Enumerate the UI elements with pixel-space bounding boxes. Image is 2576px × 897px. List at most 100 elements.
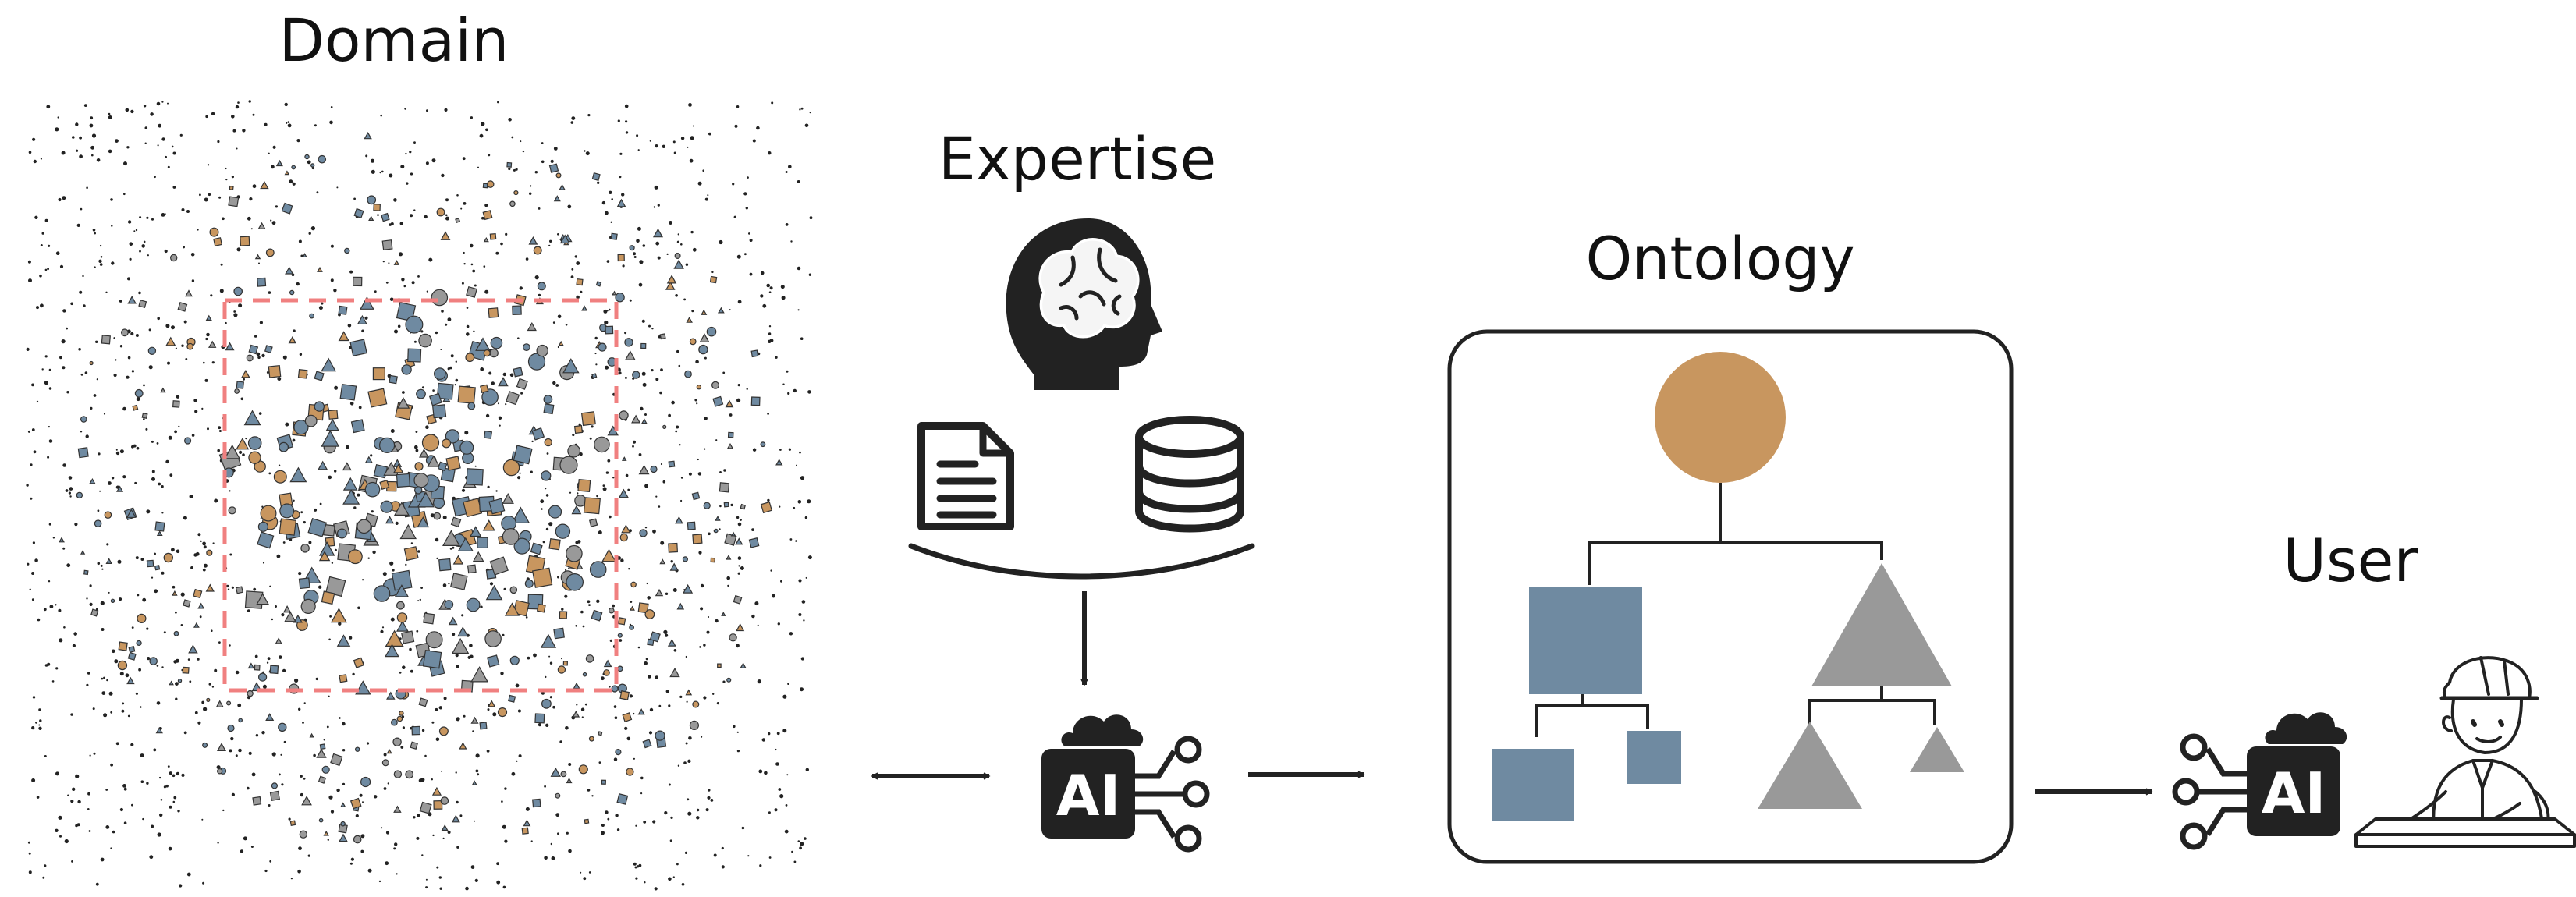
scatter-point [309, 732, 314, 738]
ai-chip-label: AI [1056, 763, 1121, 828]
scatter-point [28, 870, 32, 874]
scatter-point [186, 872, 191, 877]
scatter-point [626, 768, 634, 776]
scatter-point [399, 222, 403, 225]
scatter-point [680, 243, 683, 246]
scatter-point [385, 629, 404, 647]
scatter-point [257, 277, 267, 287]
worker-user-icon [2354, 656, 2576, 848]
scatter-point [789, 538, 793, 541]
scatter-point [431, 778, 433, 781]
scatter-point [474, 878, 478, 882]
scatter-point [726, 576, 730, 580]
scatter-point [719, 471, 722, 473]
scatter-point [726, 677, 732, 682]
scatter-point [551, 856, 555, 860]
scatter-point [637, 602, 649, 614]
scatter-point [390, 617, 395, 622]
scatter-point [553, 195, 561, 202]
scatter-point [114, 659, 119, 664]
scatter-point [199, 615, 202, 619]
scatter-point [609, 308, 611, 311]
scatter-point [262, 562, 265, 564]
scatter-point [80, 373, 83, 376]
scatter-point [108, 149, 112, 154]
scatter-point [485, 584, 503, 601]
scatter-point [202, 742, 208, 748]
scatter-point [138, 300, 147, 308]
scatter-point [42, 876, 45, 879]
scatter-point [557, 832, 559, 835]
scatter-point [271, 221, 276, 225]
scatter-point [748, 232, 750, 235]
scatter-point [174, 430, 178, 434]
scatter-point [457, 626, 469, 637]
domain-scatter-field [26, 100, 813, 891]
scatter-point [669, 667, 680, 678]
scatter-point [570, 121, 574, 124]
scatter-point [268, 152, 270, 154]
scatter-point [417, 814, 420, 817]
scatter-point [776, 732, 780, 736]
scatter-point [565, 726, 569, 730]
scatter-point [140, 780, 144, 783]
scatter-point [44, 218, 48, 222]
scatter-point [393, 260, 400, 265]
scatter-point [73, 632, 77, 636]
scatter-point [330, 244, 334, 248]
scatter-point [230, 736, 234, 741]
scatter-point [562, 661, 569, 666]
scatter-point [401, 715, 405, 718]
scatter-point [197, 658, 200, 661]
scatter-point [640, 776, 644, 780]
scatter-point [160, 799, 163, 801]
scatter-point [254, 664, 261, 671]
scatter-point [199, 193, 201, 197]
scatter-point [443, 697, 447, 700]
scatter-point [216, 765, 221, 770]
scatter-point [703, 696, 707, 700]
scatter-point [169, 771, 172, 775]
scatter-point [737, 522, 742, 526]
scatter-point [411, 281, 415, 285]
scatter-point [140, 558, 144, 561]
scatter-point [424, 214, 428, 219]
scatter-point [367, 868, 372, 873]
scatter-point [269, 585, 271, 587]
scatter-point [767, 413, 769, 415]
scatter-point [676, 602, 685, 610]
scatter-point [110, 711, 113, 714]
scatter-point [291, 165, 296, 170]
scatter-point [380, 500, 393, 513]
scatter-point [95, 340, 98, 343]
scatter-point [622, 264, 625, 268]
scatter-point [594, 353, 597, 355]
scatter-point [609, 686, 611, 688]
scatter-point [768, 332, 772, 335]
scatter-point [151, 824, 154, 828]
scatter-point [414, 445, 418, 449]
scatter-point [707, 194, 709, 197]
scatter-point [211, 629, 213, 632]
scatter-point [601, 200, 606, 205]
scatter-point [66, 327, 68, 330]
scatter-point [123, 787, 127, 791]
scatter-point [164, 249, 168, 254]
scatter-point [417, 516, 430, 528]
scatter-point [163, 552, 173, 563]
scatter-point [480, 367, 484, 371]
scatter-point [472, 269, 476, 273]
scatter-point [745, 207, 748, 210]
scatter-point [215, 700, 224, 708]
scatter-point [793, 506, 796, 509]
scatter-point [307, 160, 311, 165]
scatter-point [293, 329, 296, 332]
scatter-point [158, 776, 161, 779]
scatter-point [805, 768, 810, 771]
scatter-point [131, 803, 133, 807]
scatter-point [319, 502, 322, 505]
scatter-point [55, 127, 59, 132]
scatter-point [688, 472, 692, 476]
scatter-point [247, 690, 254, 697]
scatter-point [171, 548, 175, 552]
